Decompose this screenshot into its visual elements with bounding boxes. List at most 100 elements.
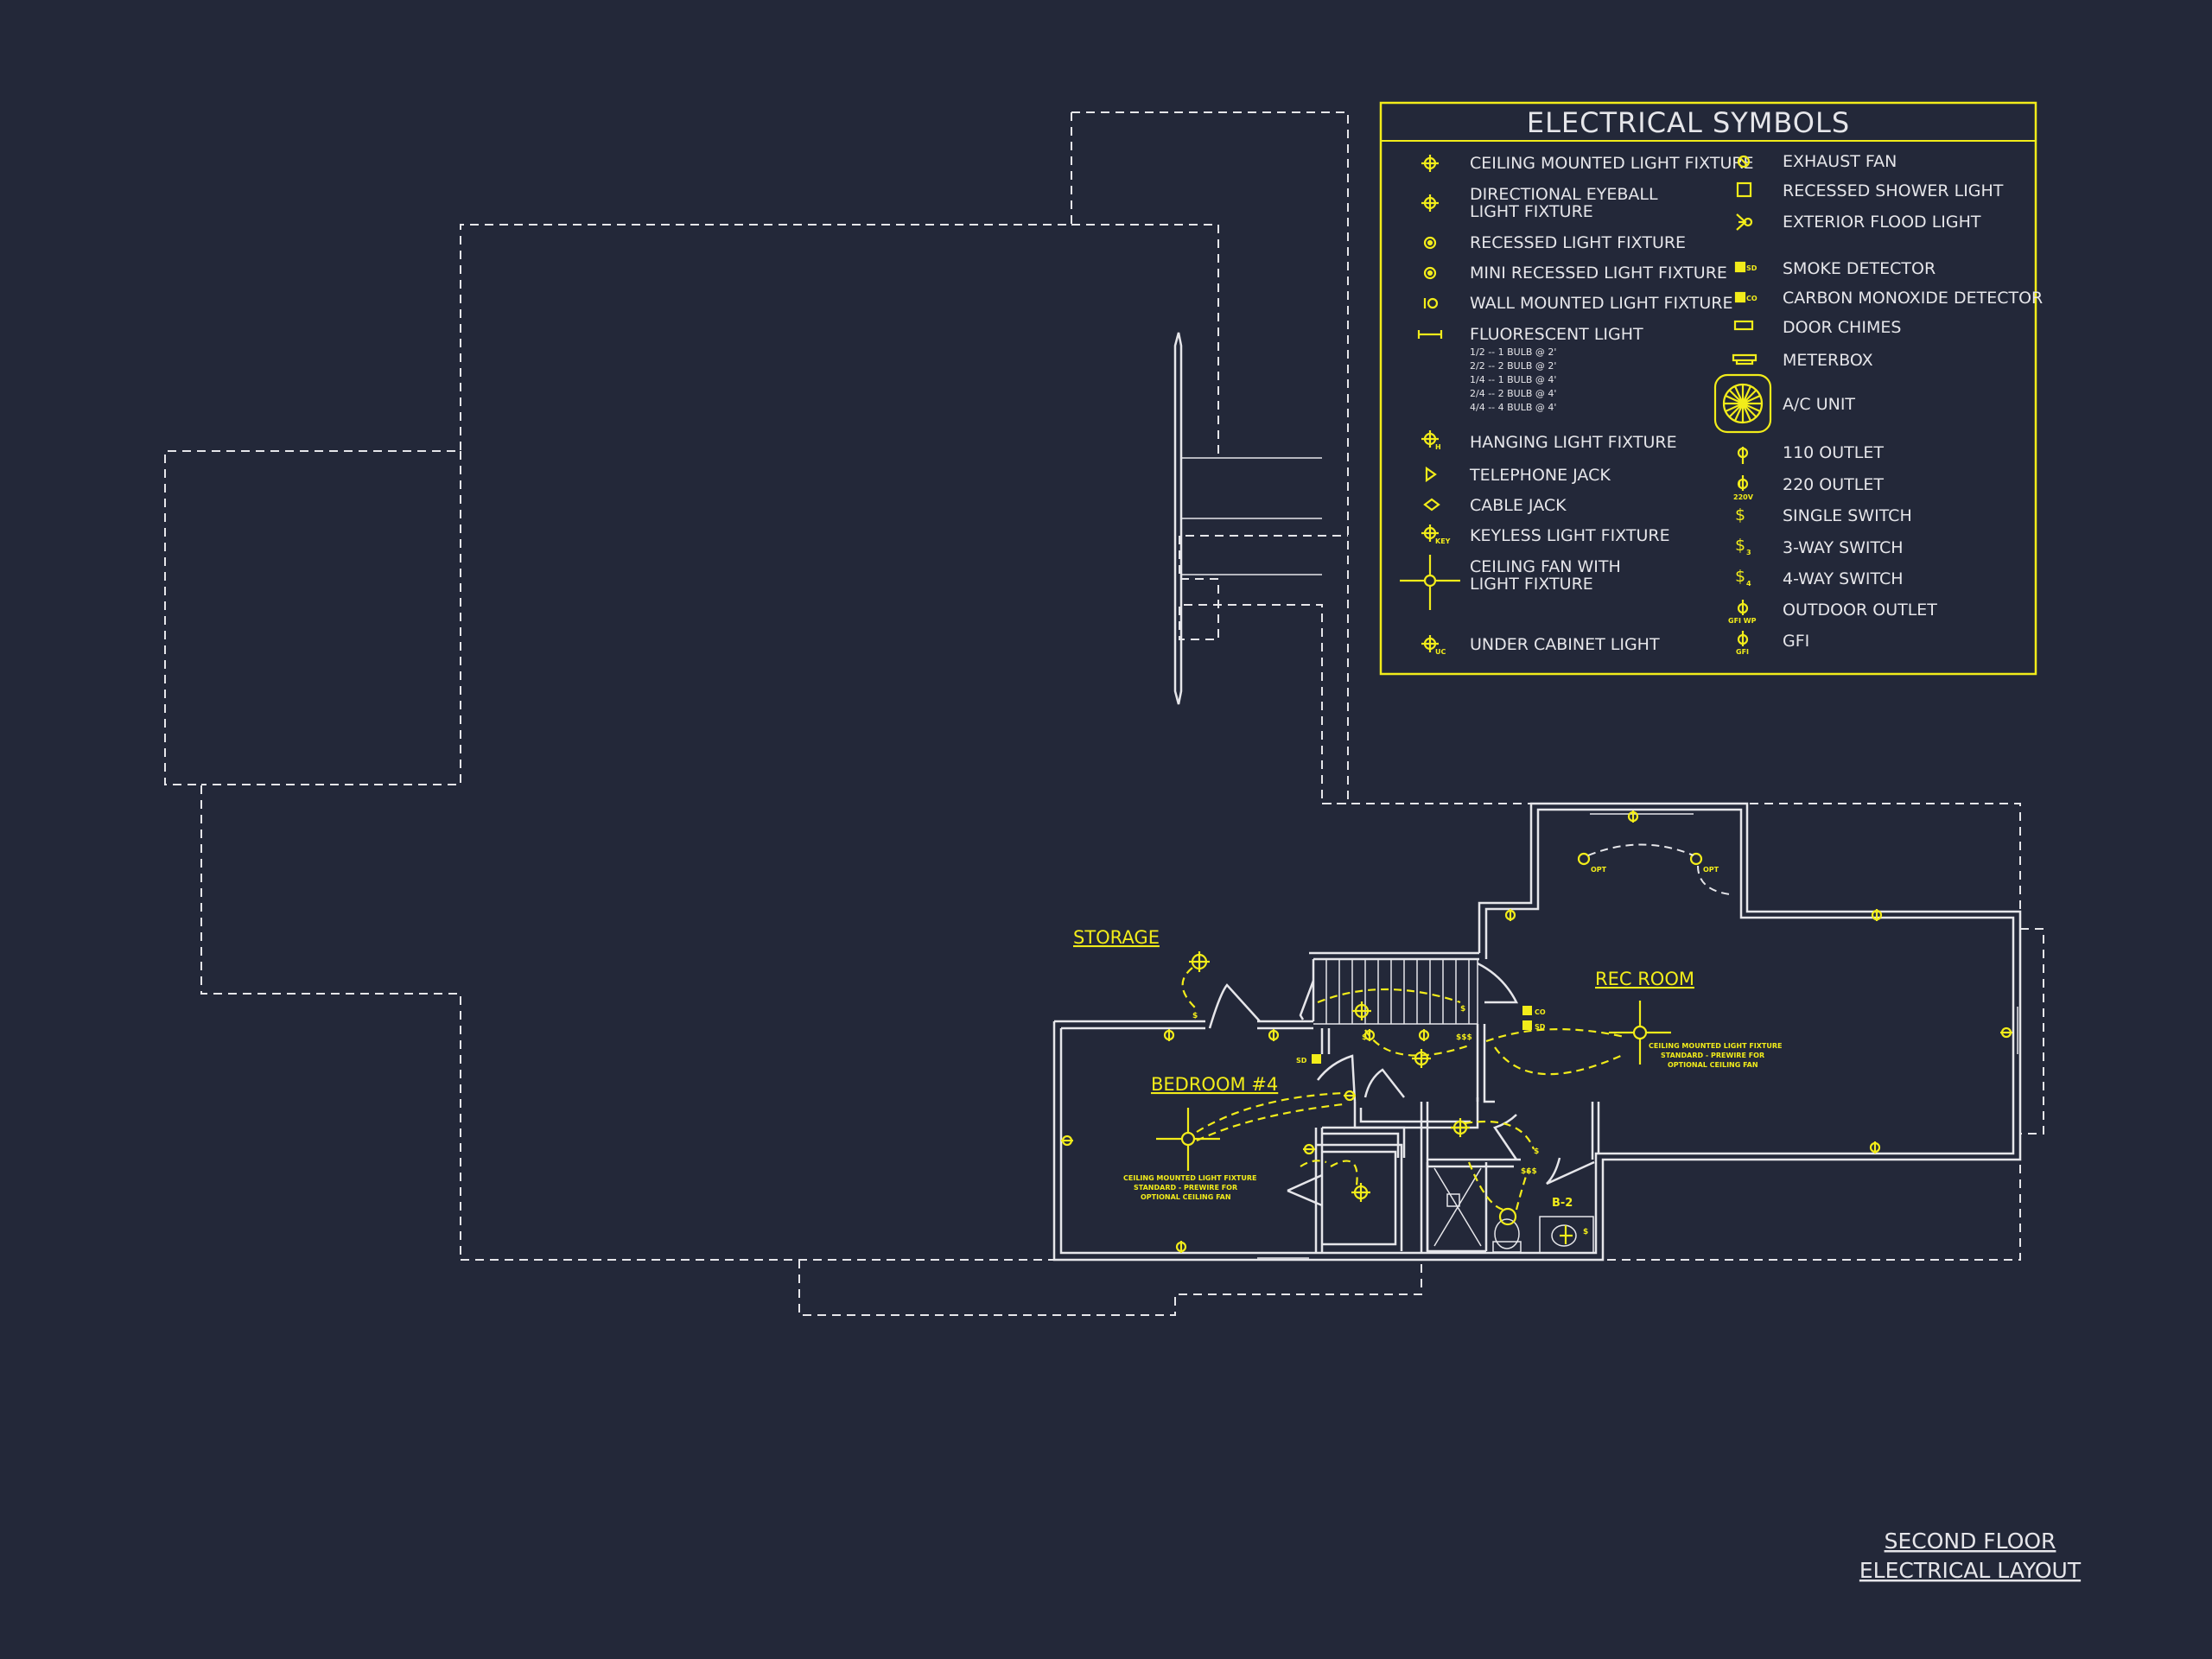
legend-label: WALL MOUNTED LIGHT FIXTURE xyxy=(1470,294,1732,313)
legend-label: 220 OUTLET xyxy=(1783,475,1884,494)
room-label-rec-room: REC ROOM xyxy=(1595,969,1694,989)
co-detector-icon xyxy=(1522,1006,1532,1015)
sd-label: SD xyxy=(1296,1057,1307,1065)
legend-title: ELECTRICAL SYMBOLS xyxy=(1527,106,1850,139)
icon-tag: GFI xyxy=(1736,648,1749,656)
room-label-bedroom: BEDROOM #4 xyxy=(1151,1074,1278,1095)
ridge-marker xyxy=(1173,332,1322,705)
stairs xyxy=(1313,958,1478,1025)
fan-note: STANDARD - PREWIRE FOR xyxy=(1134,1184,1237,1192)
toilet xyxy=(1494,1218,1520,1249)
ac-unit-icon xyxy=(1713,373,1772,434)
gfi-icon xyxy=(1560,1225,1573,1244)
legend-label: SINGLE SWITCH xyxy=(1783,506,1912,525)
keyless-light-icon xyxy=(1421,524,1439,542)
ceiling-fan-icon xyxy=(1400,555,1460,610)
vanity xyxy=(1539,1216,1594,1254)
storage-door xyxy=(1208,983,1261,1029)
smoke-detector-icon xyxy=(1312,1054,1321,1064)
single-switch-icon: $ xyxy=(1192,1012,1198,1020)
outlets xyxy=(1061,810,2012,1253)
fan-note: OPTIONAL CEILING FAN xyxy=(1141,1193,1231,1201)
legend-label: 4-WAY SWITCH xyxy=(1783,569,1904,588)
switch-bank-icon: $$$ xyxy=(1456,1033,1472,1042)
icon-tag: CO xyxy=(1746,295,1758,302)
legend-label: EXHAUST FAN xyxy=(1783,152,1897,171)
legend-label: RECESSED SHOWER LIGHT xyxy=(1783,181,2004,200)
legend-label: METERBOX xyxy=(1783,351,1873,370)
stair-rail xyxy=(1299,980,1315,1020)
drawing-title: SECOND FLOOR ELECTRICAL LAYOUT xyxy=(1859,1529,2082,1583)
legend-label: CABLE JACK xyxy=(1470,496,1567,515)
hanging-light-icon xyxy=(1421,430,1439,448)
door-chimes-icon xyxy=(1733,320,1754,331)
fluorescent-light-icon xyxy=(1417,330,1443,339)
legend-label: SMOKE DETECTOR xyxy=(1783,259,1936,278)
window xyxy=(2012,1007,2018,1054)
co-label: CO xyxy=(1535,1008,1546,1016)
single-switch-icon: $ xyxy=(1735,505,1745,524)
icon-tag: 3 xyxy=(1746,549,1751,556)
meterbox-icon xyxy=(1732,353,1758,365)
single-switch-icon: $ xyxy=(1460,1005,1465,1014)
fan-note: CEILING MOUNTED LIGHT FIXTURE xyxy=(1649,1042,1783,1050)
electrical-symbols-legend: ELECTRICAL SYMBOLS H KEY UC CEILING MOUN… xyxy=(1379,101,2043,676)
switch-bank-icon: $$$ xyxy=(1521,1167,1537,1176)
legend-frame xyxy=(1379,101,2037,676)
rec-door xyxy=(1477,962,1519,1004)
sink xyxy=(1551,1224,1577,1247)
legend-label: HANGING LIGHT FIXTURE xyxy=(1470,433,1677,452)
recessed-light-icon xyxy=(1423,236,1437,250)
opt-label: OPT xyxy=(1703,866,1719,874)
window xyxy=(1257,1252,1309,1259)
icon-tag: UC xyxy=(1435,648,1446,656)
co-detector-icon xyxy=(1734,291,1746,303)
legend-label: 110 OUTLET xyxy=(1783,443,1884,462)
single-switch-icon: $ xyxy=(1534,1147,1539,1156)
legend-label: CARBON MONOXIDE DETECTOR xyxy=(1783,289,2043,308)
four-way-switch-icon: $ xyxy=(1735,567,1745,586)
icon-tag: 220V xyxy=(1733,493,1754,501)
drawing-title-line2: ELECTRICAL LAYOUT xyxy=(1859,1558,2082,1583)
second-floor-walls xyxy=(1052,802,2022,1262)
first-floor-outline xyxy=(164,111,2044,1316)
legend-note: 4/4 -- 4 BULB @ 4' xyxy=(1470,402,1556,413)
outlet-110-icon xyxy=(1737,447,1749,464)
drawing-title-line1: SECOND FLOOR xyxy=(1885,1529,2056,1554)
legend-label: FLUORESCENT LIGHT xyxy=(1470,325,1643,344)
icon-tag: H xyxy=(1435,443,1441,451)
cable-jack-icon xyxy=(1423,498,1440,512)
gfi-icon xyxy=(1737,631,1749,646)
ceiling-fan-icon xyxy=(1609,1001,1671,1065)
hall-door-2 xyxy=(1363,1068,1405,1098)
legend-note: 2/2 -- 2 BULB @ 2' xyxy=(1470,360,1556,372)
wall-light-icon xyxy=(1423,297,1439,309)
telephone-jack-icon xyxy=(1425,466,1437,483)
fan-note: STANDARD - PREWIRE FOR xyxy=(1661,1052,1764,1059)
legend-label: DOOR CHIMES xyxy=(1783,318,1901,337)
under-cabinet-light-icon xyxy=(1421,635,1439,652)
legend-label: UNDER CABINET LIGHT xyxy=(1470,635,1660,654)
legend-note: 1/2 -- 1 BULB @ 2' xyxy=(1470,346,1556,358)
shower-light-icon xyxy=(1736,181,1752,198)
shower-light-icon xyxy=(1446,1193,1460,1207)
fan-note: OPTIONAL CEILING FAN xyxy=(1668,1061,1758,1069)
outdoor-outlet-icon xyxy=(1737,600,1749,615)
smoke-detector-icon xyxy=(1734,261,1746,273)
legend-label: 3-WAY SWITCH xyxy=(1783,538,1904,557)
legend-note: 1/4 -- 1 BULB @ 4' xyxy=(1470,374,1556,385)
legend-label: KEYLESS LIGHT FIXTURE xyxy=(1470,526,1670,545)
legend-note: 2/4 -- 2 BULB @ 4' xyxy=(1470,388,1556,399)
ceiling-light-icon xyxy=(1421,155,1439,172)
window xyxy=(1590,809,1694,815)
legend-label: RECESSED LIGHT FIXTURE xyxy=(1470,233,1686,252)
icon-tag: KEY xyxy=(1435,537,1451,545)
flood-light-icon xyxy=(1736,213,1753,231)
icon-tag: 4 xyxy=(1746,580,1751,588)
single-switch-icon: $ xyxy=(1583,1228,1588,1236)
sd-label: SD xyxy=(1535,1023,1546,1031)
room-label-storage: STORAGE xyxy=(1073,927,1160,948)
legend-label: LIGHT FIXTURE xyxy=(1470,575,1593,594)
legend-label: CEILING MOUNTED LIGHT FIXTURE xyxy=(1470,154,1754,173)
